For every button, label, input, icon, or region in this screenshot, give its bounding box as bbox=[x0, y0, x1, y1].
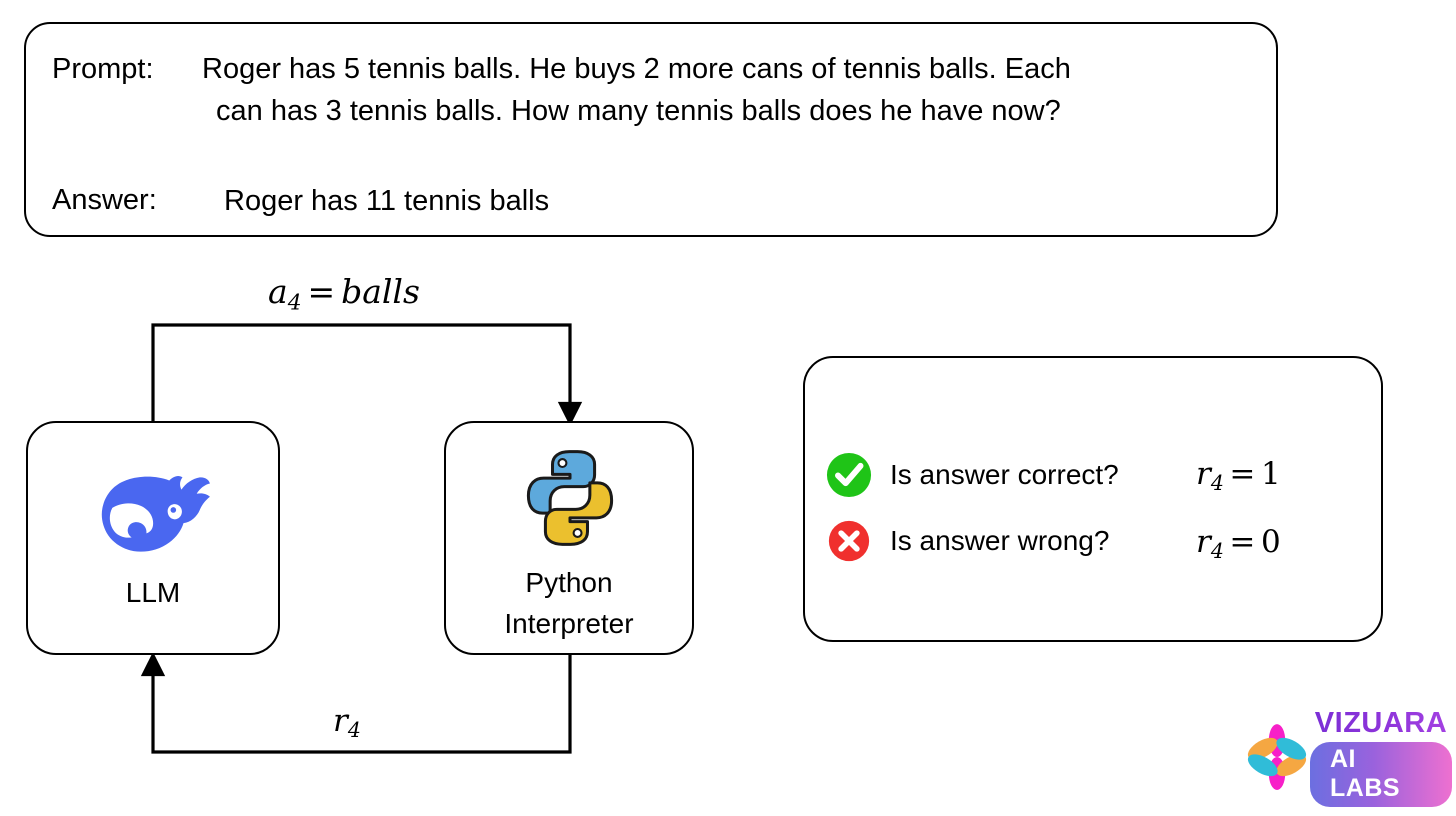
edge-symbol-a: a bbox=[268, 272, 288, 311]
reward-subscript-wrong: 4 bbox=[1210, 539, 1224, 564]
reward-subscript-correct: 4 bbox=[1210, 471, 1224, 496]
deepseek-whale-icon bbox=[101, 475, 210, 552]
reward-operator-correct: = bbox=[1229, 456, 1256, 492]
python-node-label-line-1: Python bbox=[525, 567, 613, 598]
answer-label: Answer: bbox=[52, 184, 157, 216]
reward-symbol-wrong: r bbox=[1196, 524, 1211, 560]
python-interpreter-node[interactable]: Python Interpreter bbox=[444, 421, 694, 655]
reward-value-correct: 1 bbox=[1260, 456, 1281, 492]
x-circle-icon bbox=[828, 520, 870, 562]
python-node-label-line-2: Interpreter bbox=[504, 608, 634, 639]
edge-operator-a: = bbox=[307, 272, 336, 311]
prompt-answer-card: Prompt: Roger has 5 tennis balls. He buy… bbox=[24, 22, 1278, 237]
edge-symbol-r: r bbox=[333, 703, 348, 739]
check-circle-icon bbox=[826, 452, 872, 498]
vizura-flower-icon bbox=[1247, 724, 1307, 790]
reward-question-wrong: Is answer wrong? bbox=[890, 525, 1110, 556]
reward-rule-card bbox=[803, 356, 1383, 642]
vizura-ai-labs-logo: VIZUARA AI LABS bbox=[1246, 707, 1452, 807]
reward-math-wrong: r4=0 bbox=[1196, 524, 1281, 563]
prompt-text-line-1: Roger has 5 tennis balls. He buys 2 more… bbox=[202, 53, 1071, 85]
edge-value-a: balls bbox=[341, 272, 420, 311]
edge-subscript-a: 4 bbox=[287, 290, 302, 316]
llm-node-label: LLM bbox=[125, 577, 181, 608]
python-logo-icon bbox=[526, 450, 614, 546]
brand-title: VIZUARA bbox=[1314, 707, 1448, 739]
edge-subscript-r: 4 bbox=[347, 718, 361, 743]
answer-text: Roger has 11 tennis balls bbox=[224, 185, 550, 217]
prompt-text-line-2: can has 3 tennis balls. How many tennis … bbox=[216, 95, 1061, 127]
reward-value-wrong: 0 bbox=[1260, 524, 1281, 560]
reward-symbol-correct: r bbox=[1196, 456, 1211, 492]
reward-math-correct: r4=1 bbox=[1196, 456, 1281, 495]
reward-row-wrong: Is answer wrong? bbox=[828, 520, 1109, 562]
top-edge-label: a4=balls bbox=[268, 272, 420, 316]
reward-row-correct: Is answer correct? bbox=[826, 452, 1119, 498]
prompt-label: Prompt: bbox=[52, 53, 154, 85]
bottom-edge-label: r4 bbox=[333, 703, 361, 742]
reward-operator-wrong: = bbox=[1229, 524, 1256, 560]
brand-subtitle-pill: AI LABS bbox=[1310, 742, 1452, 807]
reward-question-correct: Is answer correct? bbox=[890, 459, 1119, 490]
